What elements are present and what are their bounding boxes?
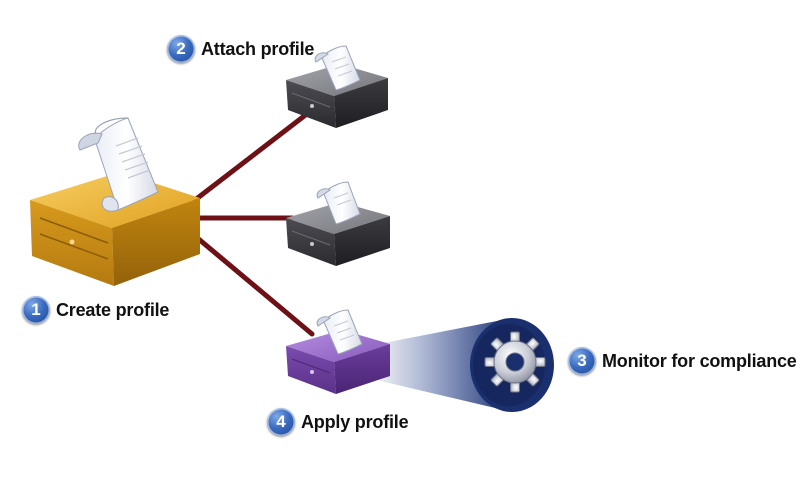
step-attach-profile: 2 Attach profile: [167, 35, 314, 63]
master-server: [30, 172, 200, 286]
connector-attach: [192, 107, 315, 203]
step-monitor-compliance: 3 Monitor for compliance: [568, 347, 797, 375]
step-label: Attach profile: [201, 38, 315, 59]
target-server-applied: [286, 309, 390, 394]
step-apply-profile: 4 Apply profile: [267, 408, 409, 436]
step-number-badge: 3: [568, 347, 596, 375]
step-label: Apply profile: [301, 411, 409, 432]
step-create-profile: 1 Create profile: [22, 296, 169, 324]
target-server-middle: [286, 181, 390, 266]
step-number-badge: 4: [267, 408, 295, 436]
connector-apply: [192, 233, 315, 337]
profile-scroll-icon: [78, 117, 159, 212]
step-number-badge: 1: [22, 296, 50, 324]
connector-lines: [192, 107, 315, 337]
step-label: Create profile: [56, 299, 170, 320]
step-number-badge: 2: [167, 35, 195, 63]
gear-icon: [484, 331, 546, 393]
step-label: Monitor for compliance: [602, 350, 797, 371]
target-server-top: [286, 45, 388, 128]
